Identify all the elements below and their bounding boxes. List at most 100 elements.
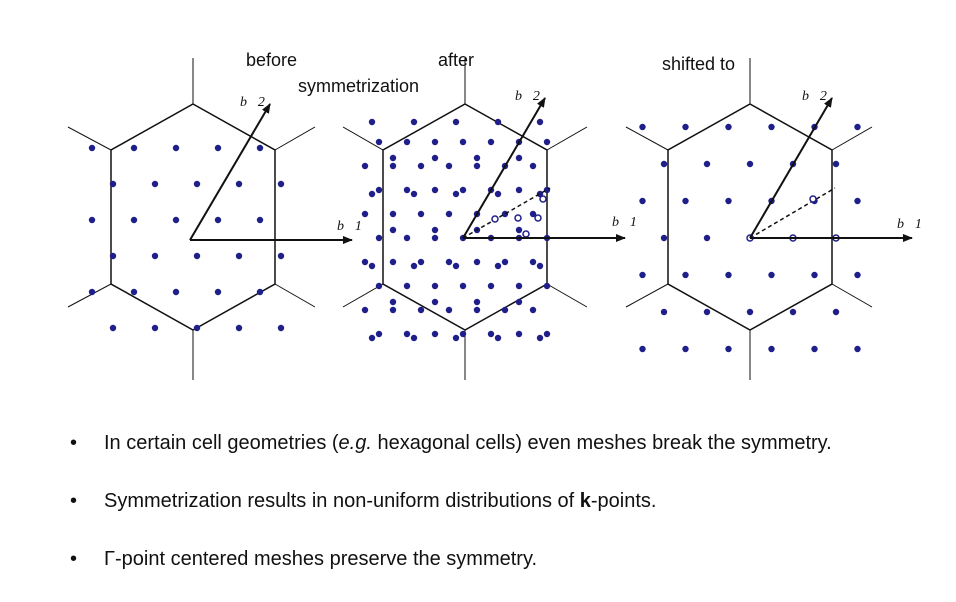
b2-vector-after	[462, 97, 546, 239]
k-point	[417, 162, 425, 170]
k-point	[151, 180, 159, 188]
k-point	[682, 197, 689, 205]
zone-boundary-lines	[342, 58, 588, 380]
k-point-mesh-before	[88, 144, 285, 332]
k-point	[256, 288, 264, 296]
k-point	[445, 306, 453, 314]
k-point	[529, 258, 537, 266]
k-point	[515, 282, 523, 290]
k-point	[410, 118, 418, 126]
panel-before: b⃗2 b⃗1 before	[67, 50, 362, 380]
k-point	[431, 226, 439, 234]
label-symmetrization: symmetrization	[298, 76, 419, 96]
k-point	[536, 118, 544, 126]
bullet-text: Γ-point centered meshes preserve the sym…	[104, 548, 538, 570]
k-point	[361, 258, 369, 266]
k-point	[494, 190, 502, 198]
k-point	[529, 210, 537, 218]
k-point	[389, 154, 397, 162]
k-point	[725, 123, 732, 131]
k-point	[529, 162, 537, 170]
k-point	[515, 226, 523, 234]
k-point	[88, 288, 96, 296]
hexagon-shifted	[667, 103, 833, 331]
k-point	[473, 306, 481, 314]
k-point	[811, 271, 818, 279]
k-point	[109, 252, 117, 260]
k-point	[172, 144, 180, 152]
k-point	[515, 298, 523, 306]
k-point	[725, 271, 732, 279]
k-point	[431, 330, 439, 338]
k-point	[375, 234, 383, 242]
k-point	[130, 288, 138, 296]
label-before: before	[246, 50, 297, 70]
k-point	[375, 138, 383, 146]
k-point	[389, 226, 397, 234]
brillouin-zone-figure: b⃗2 b⃗1 before b⃗2 b⃗1 after symmetrizat…	[67, 50, 922, 380]
k-point	[639, 123, 646, 131]
k-point	[854, 345, 861, 353]
k-point	[375, 186, 383, 194]
bullet-item: • In certain cell geometries (e.g. hexag…	[70, 428, 940, 486]
k-point	[487, 330, 495, 338]
k-point	[452, 190, 460, 198]
k-point	[725, 345, 732, 353]
k-point	[193, 180, 201, 188]
k-point	[494, 262, 502, 270]
k-point	[703, 160, 711, 168]
k-point	[403, 186, 411, 194]
k-point	[529, 306, 537, 314]
k-point	[452, 334, 460, 342]
k-point	[459, 282, 467, 290]
k-point	[193, 252, 201, 260]
k-point	[501, 306, 509, 314]
k-point	[473, 258, 481, 266]
bullet-marker: •	[70, 548, 78, 570]
b2-vector-before	[189, 103, 271, 241]
b2-vector-shifted	[749, 97, 833, 239]
k-point	[410, 190, 418, 198]
k-point	[725, 197, 732, 205]
k-point	[389, 306, 397, 314]
k-point	[431, 154, 439, 162]
bullet-list: • In certain cell geometries (e.g. hexag…	[70, 428, 940, 602]
k-point	[445, 210, 453, 218]
k-point	[660, 308, 668, 316]
k-point	[368, 118, 376, 126]
k-point	[368, 262, 376, 270]
k-point	[515, 186, 523, 194]
k-point	[682, 271, 689, 279]
k-point	[452, 262, 460, 270]
k-point	[88, 216, 96, 224]
k-point	[639, 345, 646, 353]
k-point	[375, 330, 383, 338]
k-point	[214, 216, 222, 224]
k-point	[452, 118, 460, 126]
k-point	[536, 262, 544, 270]
k-point	[494, 334, 502, 342]
k-point	[361, 306, 369, 314]
k-point	[854, 197, 861, 205]
k-point	[515, 330, 523, 338]
k-point	[431, 298, 439, 306]
k-point	[660, 234, 668, 242]
k-point	[151, 252, 159, 260]
k-point	[368, 190, 376, 198]
k-point	[172, 288, 180, 296]
k-point	[417, 306, 425, 314]
k-point	[88, 144, 96, 152]
k-point	[256, 216, 264, 224]
k-point	[682, 345, 689, 353]
k-point	[768, 271, 775, 279]
bullet-text: In certain cell geometries (e.g. hexagon…	[104, 432, 832, 454]
k-point	[768, 345, 775, 353]
k-point	[403, 138, 411, 146]
k-point	[130, 216, 138, 224]
k-point	[389, 258, 397, 266]
k-point	[487, 282, 495, 290]
k-point	[854, 123, 861, 131]
k-point	[193, 324, 201, 332]
k-point	[703, 308, 711, 316]
k-point	[473, 298, 481, 306]
